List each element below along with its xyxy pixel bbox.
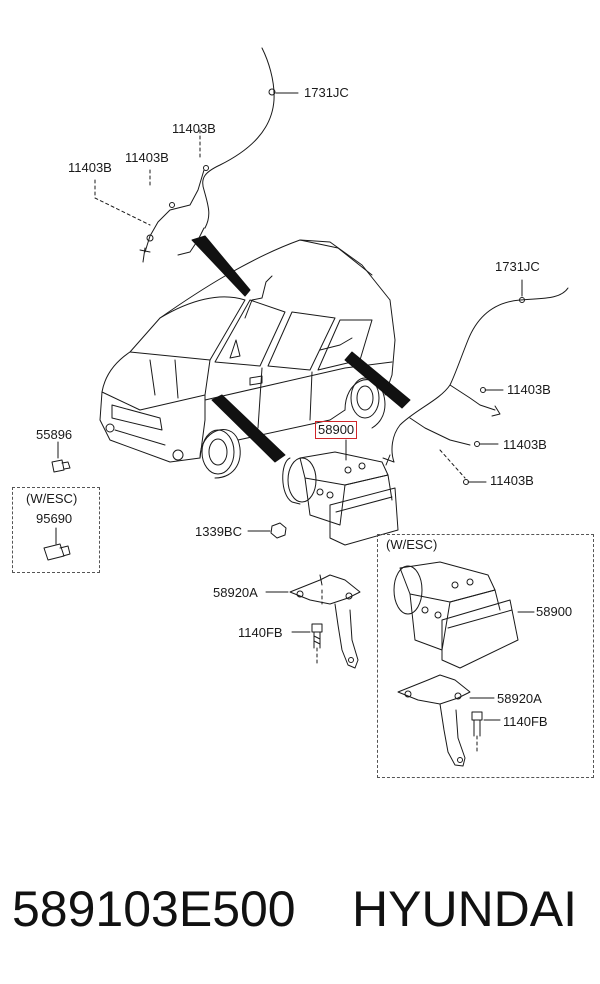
esc-sensor-drawing — [43, 527, 71, 561]
rear-right-sensor-harness — [382, 279, 569, 485]
label-clip-top-1: 11403B — [172, 121, 216, 136]
label-esc-note-right: (W/ESC) — [386, 537, 438, 552]
label-esc-bracket: 58920A — [497, 691, 542, 706]
abs-unit-drawing — [282, 439, 399, 546]
sensor-drawing — [51, 441, 71, 473]
label-clip-right-2: 11403B — [503, 437, 547, 452]
pointer-wedge-abs — [211, 394, 286, 463]
label-clip-top-2: 11403B — [125, 150, 169, 165]
esc-unit-drawing — [393, 561, 535, 767]
label-clip-right-3: 11403B — [490, 473, 534, 488]
vehicle-outline — [99, 239, 396, 479]
label-abs-unit-highlighted: 58900 — [315, 421, 358, 439]
label-esc-abs-unit: 58900 — [536, 604, 573, 619]
front-left-sensor-harness — [94, 47, 299, 263]
label-clip-top-3: 11403B — [68, 160, 112, 175]
part-number-caption: 589103E500 — [12, 881, 296, 937]
label-esc-note-left: (W/ESC) — [26, 491, 78, 506]
label-connector-right: 1731JC — [495, 259, 540, 274]
label-connector-top: 1731JC — [304, 85, 349, 100]
label-esc-bolt: 1140FB — [503, 714, 548, 729]
label-bracket: 58920A — [213, 585, 258, 600]
pointer-wedge-fl — [191, 235, 251, 297]
esc-option-box-right — [377, 534, 594, 778]
brand-caption: HYUNDAI — [352, 881, 578, 937]
esc-option-box-left — [12, 487, 100, 573]
bolt-drawing — [291, 623, 323, 666]
label-esc-sensor: 95690 — [36, 511, 73, 526]
nut-drawing — [247, 522, 287, 539]
label-sensor: 55896 — [36, 427, 73, 442]
bracket-drawing — [265, 574, 361, 669]
label-nut: 1339BC — [195, 524, 242, 539]
label-clip-right-1: 11403B — [507, 382, 551, 397]
label-bolt: 1140FB — [238, 625, 283, 640]
pointer-wedge-rr — [344, 351, 411, 409]
